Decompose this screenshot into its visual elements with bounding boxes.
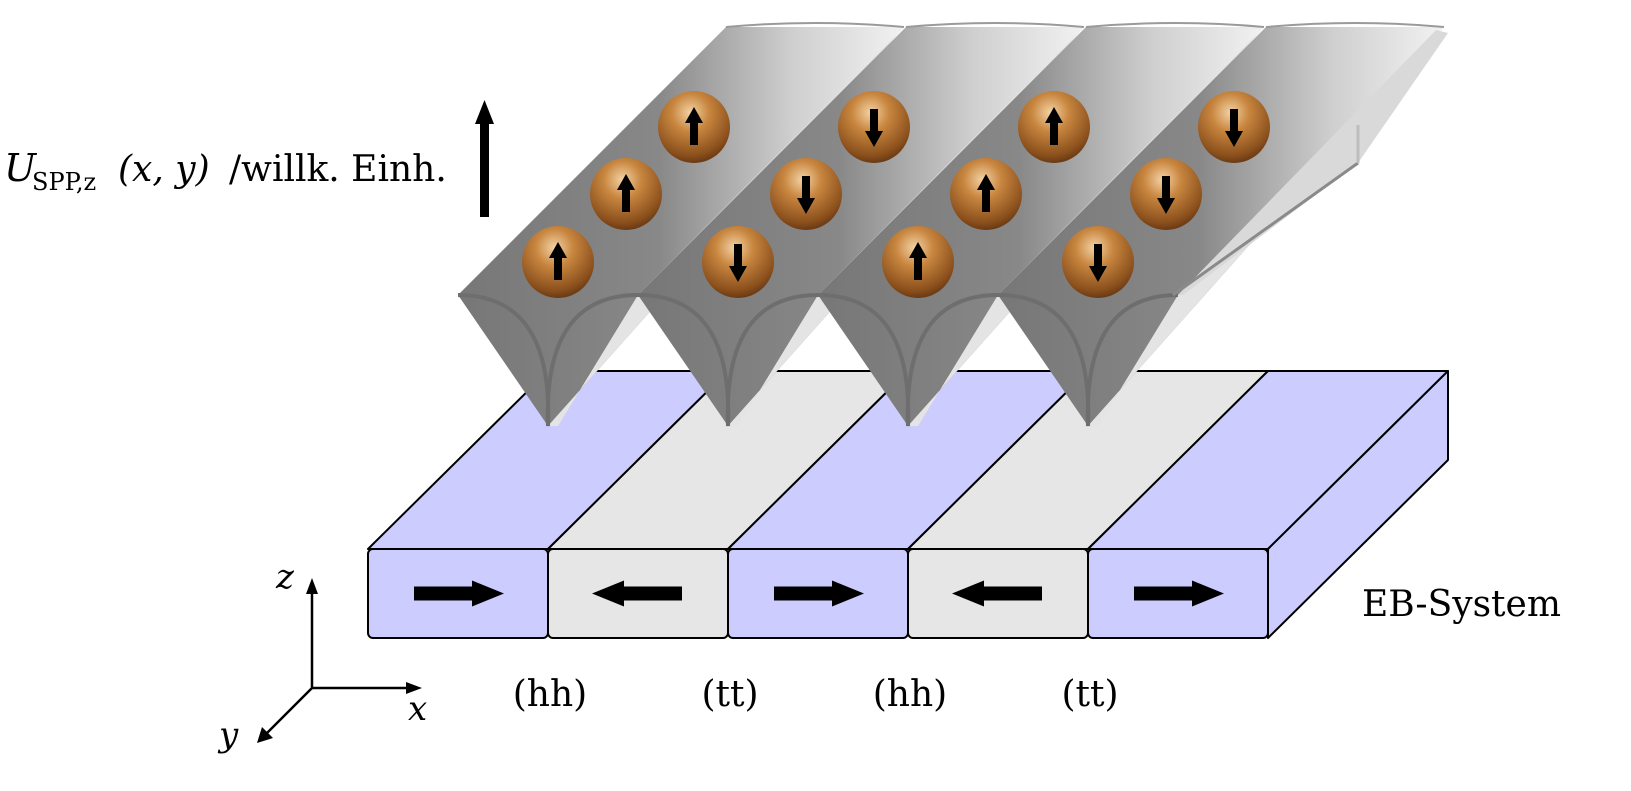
magnetization-arrow <box>952 580 1042 607</box>
axis-z-label: z <box>275 557 295 597</box>
potential-args: (x, y) <box>118 149 210 190</box>
system-label: EB-System <box>1362 584 1561 625</box>
wall-label: (hh) <box>873 674 947 715</box>
spin-particle <box>770 158 842 230</box>
wall-label: (hh) <box>513 674 587 715</box>
spin-particle <box>1018 91 1090 163</box>
axis-x-label: x <box>408 689 427 729</box>
potential-subscript: SPP,z <box>32 168 96 196</box>
spin-particle <box>1130 158 1202 230</box>
spin-particle <box>1062 226 1134 298</box>
potential-edge <box>1172 30 1448 297</box>
spin-particle <box>590 158 662 230</box>
axis-y-label: y <box>217 715 239 755</box>
coordinate-axes: z x y <box>217 557 427 755</box>
spin-particle <box>1198 91 1270 163</box>
magnetization-arrow <box>592 580 682 607</box>
magnetic-domain <box>907 370 1269 639</box>
magnetic-domain <box>547 370 909 639</box>
wall-label: (tt) <box>701 674 758 715</box>
magnetic-domain <box>367 370 729 639</box>
magnetic-domain <box>727 370 1089 639</box>
slab-side-face <box>1267 370 1449 639</box>
potential-symbol: U <box>4 146 38 190</box>
wall-label: (tt) <box>1061 674 1118 715</box>
potential-label: U SPP,z (x, y) /willk. Einh. <box>4 146 447 196</box>
wall-labels: (hh) (tt) (hh) (tt) <box>513 674 1119 715</box>
spin-particle <box>882 226 954 298</box>
spin-particle <box>522 226 594 298</box>
potential-unit: /willk. Einh. <box>229 149 447 190</box>
spin-particle <box>838 91 910 163</box>
magnetization-arrow <box>774 580 864 607</box>
spin-particle <box>950 158 1022 230</box>
spin-particle <box>702 226 774 298</box>
potential-axis-arrow <box>475 100 494 217</box>
spin-particle <box>658 91 730 163</box>
potential-landscape <box>457 22 1448 427</box>
magnetization-arrow <box>414 580 504 607</box>
eb-system-slab <box>367 370 1449 639</box>
magnetization-arrow <box>1134 580 1224 607</box>
